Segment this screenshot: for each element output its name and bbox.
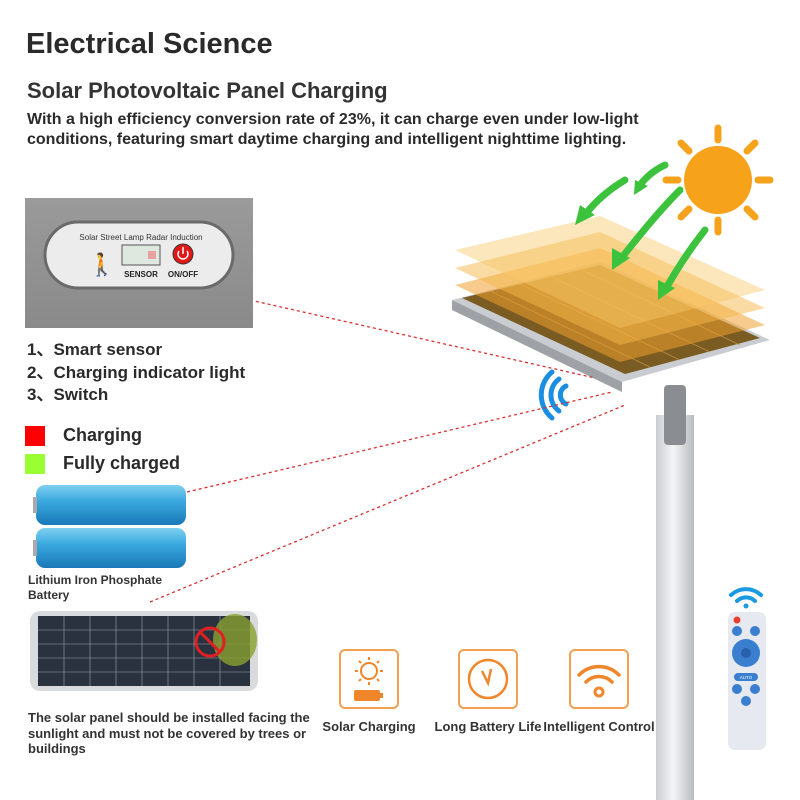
feature-item: 3、Switch [27, 385, 109, 404]
solar-charging-icon [339, 649, 399, 709]
legend-fully-charged: Fully charged [25, 453, 180, 474]
feature-list: 1、Smart sensor 2、Charging indicator ligh… [27, 339, 245, 407]
sensor-panel-heading: Solar Street Lamp Radar Induction [79, 233, 202, 242]
green-swatch [25, 453, 45, 474]
signal-waves-icon [538, 369, 569, 421]
svg-text:ON/OFF: ON/OFF [168, 270, 198, 279]
feature-label: Solar Charging [322, 719, 416, 734]
walking-person-icon: 🚶 [88, 252, 115, 278]
sensor-panel-image: Solar Street Lamp Radar Induction 🚶 SENS… [25, 198, 253, 328]
prohibited-icon [194, 626, 226, 658]
panel-caption: The solar panel should be installed faci… [28, 710, 310, 756]
red-swatch [25, 425, 45, 446]
feature-item: 2、Charging indicator light [27, 362, 246, 382]
description: With a high efficiency conversion rate o… [27, 111, 639, 148]
charging-indicator-light [121, 244, 161, 266]
battery-label: Lithium Iron Phosphate Battery [28, 573, 162, 602]
svg-text:SENSOR: SENSOR [124, 270, 158, 279]
feature-long-battery-life: Long Battery Life [428, 649, 548, 734]
svg-text:AUTO: AUTO [740, 675, 753, 680]
battery-image [33, 485, 186, 568]
sun-icon [662, 124, 774, 236]
legend-charging: Charging [25, 425, 142, 446]
solar-lamp-head [452, 216, 770, 392]
feature-label: Intelligent Control [543, 719, 655, 734]
page-title: Electrical Science [26, 28, 273, 60]
wifi-icon [569, 649, 629, 709]
feature-intelligent-control: Intelligent Control [539, 649, 659, 734]
remote-control-image[interactable]: AUTO [728, 587, 766, 750]
section-subtitle: Solar Photovoltaic Panel Charging [27, 78, 388, 103]
lamp-pole [656, 415, 694, 800]
legend-label: Fully charged [63, 453, 181, 473]
pole-bracket [664, 385, 686, 445]
leader-lines [149, 299, 626, 603]
feature-label: Long Battery Life [434, 719, 542, 734]
feature-solar-charging: Solar Charging [309, 649, 429, 734]
legend-label: Charging [63, 425, 142, 445]
clock-icon [458, 649, 518, 709]
solar-panel-image [30, 611, 258, 691]
feature-item: 1、Smart sensor [27, 340, 163, 359]
